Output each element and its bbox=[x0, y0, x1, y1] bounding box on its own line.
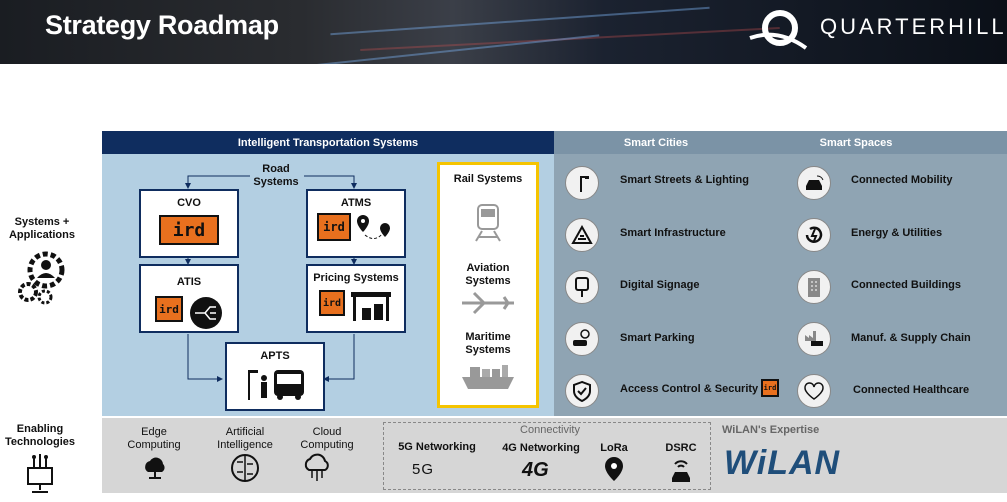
atms-box[interactable]: ATMS ird bbox=[306, 189, 406, 258]
building-icon bbox=[797, 270, 831, 304]
5g-icon: 5G bbox=[412, 461, 435, 478]
shield-check-icon bbox=[565, 374, 599, 408]
edge-cloud-icon bbox=[140, 456, 170, 487]
other-transport-panel bbox=[437, 162, 539, 408]
toll-booth-icon bbox=[349, 290, 393, 325]
smart-streets-lighting-label: Smart Streets & Lighting bbox=[620, 174, 749, 186]
cloud-network-icon bbox=[300, 452, 334, 489]
infrastructure-icon bbox=[565, 218, 599, 252]
road-systems-label: Road Systems bbox=[253, 163, 299, 188]
connected-buildings-label: Connected Buildings bbox=[851, 279, 961, 291]
artificial-intelligence-label: Artificial Intelligence bbox=[217, 426, 273, 451]
enabling-technologies-label: Enabling Technologies bbox=[4, 423, 76, 448]
smart-spaces-heading: Smart Spaces bbox=[819, 137, 893, 149]
fiber-optic-icon bbox=[189, 296, 223, 333]
ird-logo-icon: ird bbox=[159, 215, 219, 245]
train-icon bbox=[470, 203, 506, 248]
energy-utilities-label: Energy & Utilities bbox=[851, 227, 943, 239]
pricing-systems-label: Pricing Systems bbox=[313, 272, 399, 284]
maritime-systems-label: Maritime Systems bbox=[465, 331, 511, 356]
factory-truck-icon bbox=[797, 322, 831, 356]
its-heading: Intelligent Transportation Systems bbox=[102, 131, 554, 154]
cloud-computing-label: Cloud Computing bbox=[300, 426, 354, 451]
energy-cycle-icon bbox=[797, 218, 831, 252]
smart-parking-label: Smart Parking bbox=[620, 332, 695, 344]
4g-icon: 4G bbox=[522, 459, 549, 481]
map-pin-icon bbox=[601, 455, 627, 490]
page-title: Strategy Roadmap bbox=[45, 10, 279, 40]
5g-networking-label: 5G Networking bbox=[398, 441, 476, 453]
ird-logo-icon: ird bbox=[317, 213, 351, 241]
circuit-monitor-icon bbox=[22, 452, 58, 499]
cvo-label: CVO bbox=[177, 197, 201, 209]
edge-computing-label: Edge Computing bbox=[127, 426, 181, 451]
connected-healthcare-label: Connected Healthcare bbox=[853, 384, 970, 396]
ird-logo-icon: ird bbox=[155, 296, 183, 322]
ird-logo-icon: ird bbox=[319, 290, 345, 316]
systems-applications-label: Systems + Applications bbox=[8, 216, 75, 241]
pricing-systems-box[interactable]: Pricing Systems ird bbox=[306, 264, 406, 333]
bus-stop-icon bbox=[227, 366, 323, 405]
wilan-logo: WiLAN bbox=[724, 444, 841, 482]
gears-person-icon bbox=[14, 248, 72, 311]
smart-cities-heading: Smart Cities bbox=[623, 137, 689, 149]
street-light-icon bbox=[565, 166, 599, 200]
parking-icon bbox=[565, 322, 599, 356]
enabling-panel bbox=[102, 418, 1007, 493]
ird-logo-icon: ird bbox=[761, 379, 779, 397]
cvo-box[interactable]: CVO ird bbox=[139, 189, 239, 258]
cargo-ship-icon bbox=[460, 363, 516, 396]
atis-label: ATIS bbox=[176, 276, 202, 288]
lora-label: LoRa bbox=[600, 442, 628, 454]
airplane-icon bbox=[460, 290, 516, 321]
connected-mobility-label: Connected Mobility bbox=[851, 174, 953, 186]
manuf-supply-chain-label: Manuf. & Supply Chain bbox=[851, 332, 971, 344]
its-connectors bbox=[185, 175, 357, 382]
rail-systems-label: Rail Systems bbox=[453, 173, 523, 185]
apts-box[interactable]: APTS bbox=[225, 342, 325, 411]
quarterhill-logo-icon bbox=[748, 8, 808, 55]
4g-networking-label: 4G Networking bbox=[502, 442, 580, 454]
connected-car-icon bbox=[797, 166, 831, 200]
brain-chip-icon bbox=[229, 452, 261, 489]
connectivity-label: Connectivity bbox=[520, 424, 580, 436]
atis-box[interactable]: ATIS ird bbox=[139, 264, 239, 333]
connectivity-group bbox=[383, 422, 711, 490]
brand-name: QUARTERHILL bbox=[820, 14, 1007, 39]
car-signal-icon bbox=[669, 456, 693, 489]
aviation-systems-label: Aviation Systems bbox=[465, 262, 511, 287]
apts-label: APTS bbox=[260, 350, 290, 362]
digital-sign-icon bbox=[565, 270, 599, 304]
smart-panel bbox=[554, 154, 1007, 416]
heart-pulse-icon bbox=[797, 374, 831, 408]
header-banner bbox=[0, 0, 1007, 64]
dsrc-label: DSRC bbox=[665, 442, 697, 454]
digital-signage-label: Digital Signage bbox=[620, 279, 700, 291]
smart-infrastructure-label: Smart Infrastructure bbox=[620, 227, 726, 239]
route-map-pin-icon bbox=[355, 213, 395, 248]
atms-label: ATMS bbox=[340, 197, 372, 209]
access-control-security-label: Access Control & Security bbox=[620, 383, 759, 395]
wilan-expertise-label: WiLAN's Expertise bbox=[722, 424, 820, 436]
smart-heading-bar bbox=[554, 131, 1007, 154]
